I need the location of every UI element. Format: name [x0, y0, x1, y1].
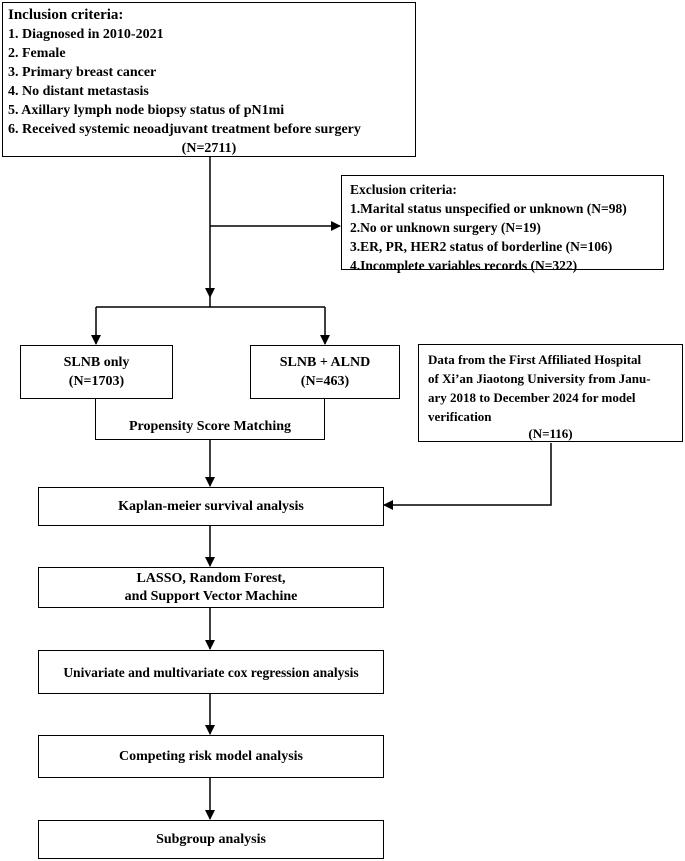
inclusion-item: 1. Diagnosed in 2010-2021	[8, 27, 164, 42]
external-validation-box: Data from the First Affiliated Hospital …	[418, 344, 683, 442]
inclusion-item: 6. Received systemic neoadjuvant treatme…	[8, 122, 361, 137]
slnb-alnd-label: SLNB + ALND	[279, 355, 371, 370]
external-line: verification	[428, 409, 492, 424]
exclusion-item: 1.Marital status unspecified or unknown …	[350, 201, 627, 216]
external-line: of Xi’an Jiaotong University from Janu-	[428, 371, 651, 386]
psm-bracket	[95, 399, 325, 440]
inclusion-count: (N=2711)	[181, 141, 237, 156]
inclusion-item: 3. Primary breast cancer	[8, 65, 157, 80]
inclusion-item: 5. Axillary lymph node biopsy status of …	[8, 103, 285, 118]
external-line: Data from the First Affiliated Hospital	[428, 352, 642, 367]
inclusion-criteria-box: Inclusion criteria: 1. Diagnosed in 2010…	[2, 2, 416, 157]
inclusion-title: Inclusion criteria:	[8, 7, 124, 23]
competing-risk-box: Competing risk model analysis	[38, 735, 384, 778]
external-line: ary 2018 to December 2024 for model	[428, 390, 636, 405]
slnb-alnd-box: SLNB + ALND (N=463)	[250, 345, 400, 399]
cox-label: Univariate and multivariate cox regressi…	[63, 664, 359, 680]
subgroup-box: Subgroup analysis	[38, 820, 384, 859]
ml-line2: and Support Vector Machine	[124, 588, 298, 604]
cox-regression-box: Univariate and multivariate cox regressi…	[38, 650, 384, 694]
connector-external-to-km	[383, 443, 552, 510]
exclusion-item: 4.Incomplete variables records (N=322)	[350, 258, 578, 273]
slnb-alnd-count: (N=463)	[300, 374, 350, 389]
exclusion-item: 2.No or unknown surgery (N=19)	[350, 220, 541, 235]
subgroup-label: Subgroup analysis	[156, 832, 266, 847]
slnb-only-box: SLNB only (N=1703)	[20, 345, 173, 399]
inclusion-item: 2. Female	[8, 46, 66, 61]
psm-label: Propensity Score Matching	[128, 419, 292, 434]
competing-label: Competing risk model analysis	[119, 749, 303, 764]
slnb-only-label: SLNB only	[63, 355, 130, 370]
km-label: Kaplan-meier survival analysis	[118, 499, 304, 514]
exclusion-item: 3.ER, PR, HER2 status of borderline (N=1…	[350, 239, 613, 254]
external-count: (N=116)	[528, 426, 573, 441]
exclusion-criteria-box: Exclusion criteria: 1.Marital status uns…	[341, 175, 664, 273]
inclusion-item: 4. No distant metastasis	[8, 84, 149, 99]
slnb-only-count: (N=1703)	[68, 374, 125, 389]
exclusion-title: Exclusion criteria:	[350, 182, 457, 197]
ml-line1: LASSO, Random Forest,	[136, 570, 286, 586]
ml-methods-box: LASSO, Random Forest, and Support Vector…	[38, 567, 384, 608]
km-analysis-box: Kaplan-meier survival analysis	[38, 487, 384, 526]
